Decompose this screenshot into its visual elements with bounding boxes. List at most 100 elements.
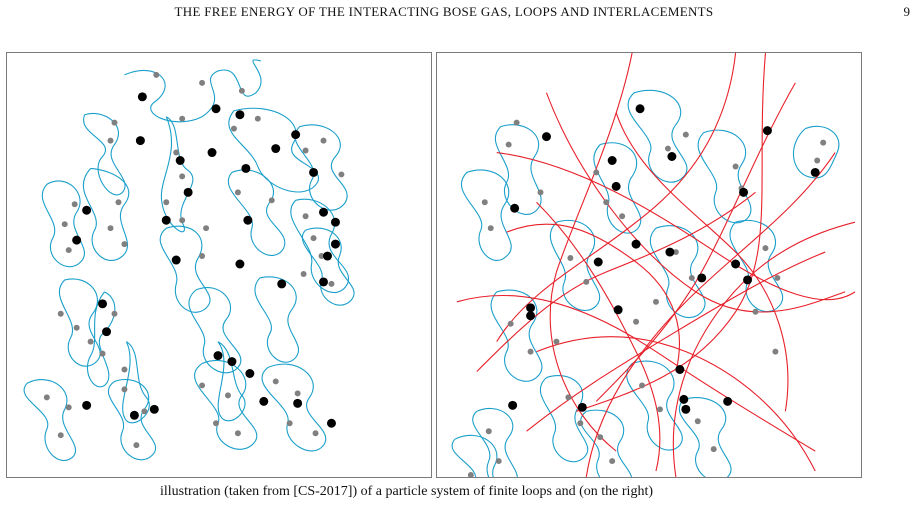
small-point	[583, 278, 590, 285]
large-point	[277, 279, 287, 289]
interlacement-path	[545, 92, 846, 313]
loop-path	[160, 116, 194, 233]
small-point	[213, 420, 219, 427]
small-point	[820, 139, 827, 146]
loop-path	[539, 375, 589, 463]
small-point	[121, 241, 128, 248]
loop-path	[294, 124, 348, 211]
large-point	[271, 144, 281, 154]
small-point	[652, 298, 659, 305]
small-point	[664, 145, 671, 152]
large-point	[731, 259, 741, 269]
interlacement-path	[476, 191, 756, 372]
small-point	[179, 115, 186, 122]
large-point	[235, 259, 245, 269]
small-point	[141, 408, 148, 415]
large-point	[810, 167, 820, 177]
small-point	[57, 432, 64, 439]
large-point	[129, 410, 139, 420]
large-point	[665, 247, 675, 257]
small-point	[577, 420, 584, 427]
small-point	[230, 125, 237, 132]
small-point	[111, 310, 118, 317]
interlacement-path	[526, 251, 826, 432]
large-point	[510, 203, 520, 213]
loop-path	[159, 225, 211, 313]
small-point	[487, 225, 494, 232]
loop-path	[194, 359, 258, 450]
small-point	[302, 213, 309, 220]
small-point	[732, 163, 739, 170]
small-point	[633, 318, 640, 325]
interlacement-path	[585, 152, 836, 477]
large-point	[631, 239, 641, 249]
loop-path	[460, 169, 512, 261]
loop-path	[678, 397, 732, 477]
loop-path	[649, 225, 706, 319]
small-point	[310, 235, 317, 242]
large-point	[723, 396, 733, 406]
small-point	[234, 430, 241, 437]
small-point	[99, 350, 106, 357]
interlacement-path	[496, 151, 856, 301]
small-point	[254, 115, 261, 122]
small-point	[300, 270, 307, 277]
small-point	[565, 394, 572, 401]
caption-text: illustration (taken from [CS-2017]) of a…	[160, 484, 653, 499]
loop-path	[549, 219, 601, 312]
loop-path	[83, 112, 126, 196]
interlacement-path	[536, 336, 816, 472]
interlacement-path	[456, 294, 816, 452]
large-point	[82, 400, 92, 410]
loop-path	[107, 379, 156, 461]
large-point	[611, 181, 621, 191]
large-point	[323, 251, 332, 261]
small-point	[107, 225, 114, 232]
loop-path	[451, 434, 498, 477]
large-point	[593, 257, 603, 267]
large-point	[679, 394, 689, 404]
small-point	[603, 199, 610, 206]
small-point	[694, 418, 701, 425]
loop-path	[580, 409, 632, 477]
loop-path	[792, 125, 840, 179]
loop-path	[626, 360, 683, 451]
loop-path	[58, 278, 101, 367]
small-point	[328, 280, 335, 287]
small-point	[286, 420, 293, 427]
interlacement-path	[536, 201, 661, 472]
large-point	[607, 156, 617, 165]
small-point	[505, 141, 512, 148]
loop-path	[261, 363, 327, 452]
large-point	[743, 275, 753, 285]
large-point	[149, 404, 159, 414]
large-point	[508, 400, 518, 410]
small-point	[224, 392, 231, 399]
small-point	[179, 217, 186, 224]
small-point	[203, 225, 210, 232]
small-point	[65, 404, 72, 411]
loop-path	[228, 107, 320, 193]
small-point	[481, 199, 488, 206]
loop-path	[83, 167, 130, 261]
large-point	[697, 273, 707, 283]
small-point	[814, 157, 821, 164]
loop-path	[254, 276, 299, 363]
loop-path	[217, 341, 246, 422]
interlacement-path	[549, 53, 633, 452]
large-point	[319, 277, 328, 287]
large-point	[613, 305, 623, 315]
large-point	[137, 92, 147, 102]
small-point	[772, 348, 779, 355]
small-point	[65, 247, 72, 254]
large-point	[82, 205, 92, 215]
small-point	[107, 137, 114, 144]
small-point	[513, 119, 520, 126]
large-point	[227, 357, 237, 367]
loop-path	[697, 129, 752, 224]
large-point	[542, 132, 551, 142]
small-point	[318, 253, 325, 260]
loop-path	[302, 227, 355, 306]
small-point	[507, 320, 514, 327]
small-point	[597, 434, 604, 441]
